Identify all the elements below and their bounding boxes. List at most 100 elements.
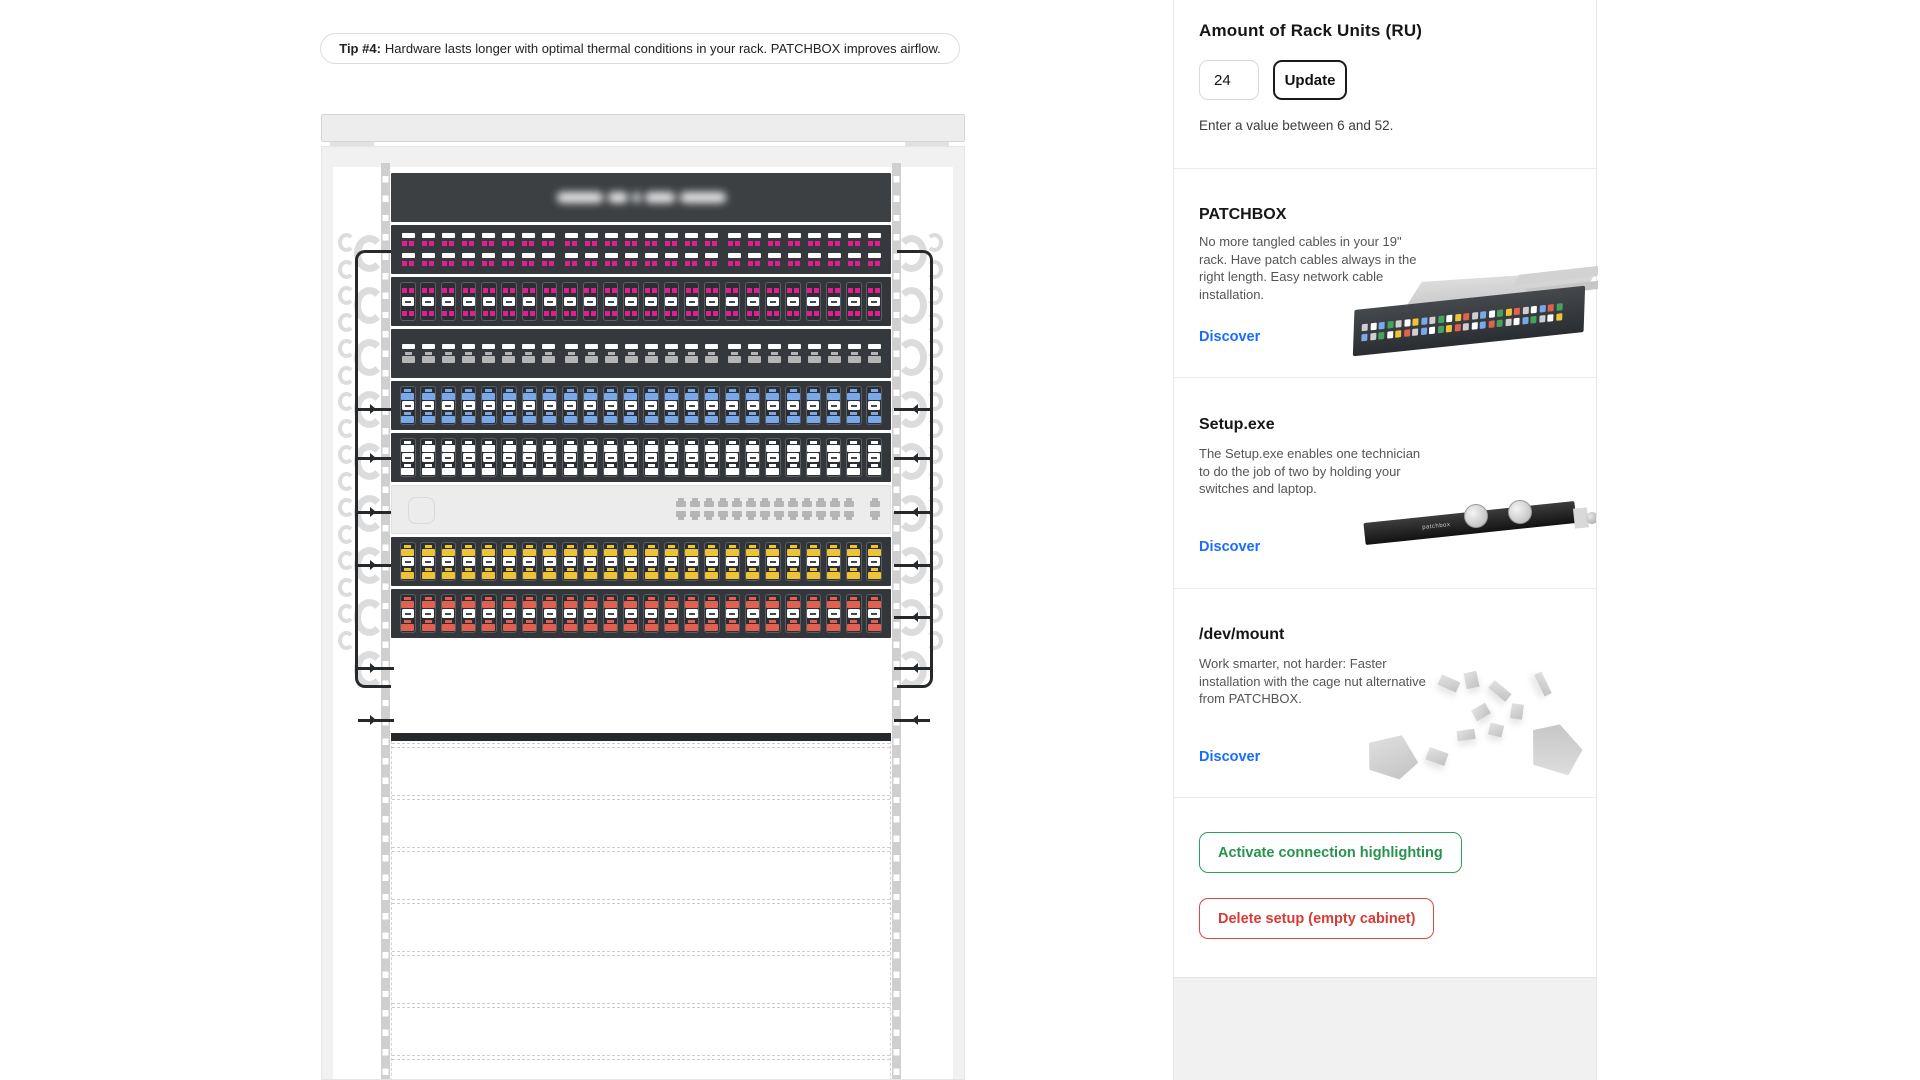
discover-link-patchbox[interactable]: Discover: [1199, 329, 1261, 345]
patchbox-cassette: [785, 282, 801, 321]
patchbox-cassette: [866, 386, 882, 425]
rj45-port: [401, 440, 415, 452]
rj45-port: [786, 440, 800, 452]
fiber-lc-port: [482, 287, 495, 293]
port-label: [726, 609, 739, 618]
fiber-lc-port: [788, 241, 800, 246]
port-label: [503, 401, 516, 410]
rj45-port: [522, 567, 536, 579]
rack-panel-cassettes[interactable]: [391, 381, 891, 430]
patchbox-cassette: [744, 386, 761, 425]
patchbox-cassette: [440, 594, 457, 633]
fiber-lc-port: [665, 310, 678, 316]
rack-panel-cassettes[interactable]: [391, 537, 891, 586]
rj45-port: [543, 619, 557, 631]
cable-hook: [338, 577, 355, 597]
rj45-port: [644, 352, 658, 363]
patchbox-cassette: [683, 438, 700, 477]
fiber-lc-port: [787, 310, 800, 316]
rj45-port: [441, 411, 455, 423]
rj45-port: [583, 463, 597, 475]
rj45-port: [461, 352, 475, 363]
patchbox-cassette: [724, 542, 740, 581]
cable-hook: [338, 524, 355, 544]
discover-link-setup-exe[interactable]: Discover: [1199, 539, 1261, 555]
patchbox-cassette: [785, 594, 801, 633]
fiber-lc-port: [542, 241, 554, 246]
patchbox-cassette: [623, 542, 639, 581]
patchbox-cassette: [440, 386, 457, 425]
rj45-port: [725, 440, 739, 452]
rj45-port: [746, 498, 756, 507]
rj45-port: [421, 544, 435, 556]
fiber-lc-port: [422, 287, 435, 293]
cable-hook: [338, 339, 355, 358]
rj45-port: [421, 596, 435, 608]
rj45-port: [806, 463, 820, 475]
port-label: [766, 401, 779, 410]
rack-panel-cassettes[interactable]: [391, 433, 891, 482]
rj45-port: [644, 440, 658, 452]
patchbox-cassette: [460, 438, 477, 477]
rj45-port: [664, 411, 678, 423]
rj45-port: [441, 544, 455, 556]
patchbox-cassette: [541, 386, 558, 425]
rj45-port: [604, 463, 618, 475]
rack-panels: [391, 173, 891, 638]
rj45-port: [522, 596, 536, 608]
rack-shelf[interactable]: [391, 733, 891, 741]
rack-unit-separator: [392, 899, 890, 904]
rj45-port: [725, 411, 739, 423]
rj45-port: [704, 511, 714, 520]
rj45-port: [543, 544, 557, 556]
update-button[interactable]: Update: [1273, 60, 1347, 100]
rack-cabinet[interactable]: [321, 114, 965, 1080]
rj45-port: [827, 596, 841, 608]
port-label: [807, 557, 820, 566]
activate-highlighting-button[interactable]: Activate connection highlighting: [1199, 832, 1462, 873]
rj45-port: [522, 463, 536, 475]
rj45-port: [502, 567, 516, 579]
empty-rack-units[interactable]: [391, 741, 891, 1079]
discover-link-dev-mount[interactable]: Discover: [1199, 749, 1261, 765]
port-label: [726, 401, 739, 410]
fiber-lc-port: [868, 261, 880, 266]
patchbox-cassette: [825, 542, 842, 581]
cable-hook: [338, 392, 355, 411]
rj45-port: [827, 463, 841, 475]
fiber-lc-port: [645, 241, 657, 246]
rj45-port: [462, 544, 476, 556]
rj45-port: [774, 498, 784, 507]
fiber-lc-port: [605, 261, 617, 266]
fiber-lc-port: [502, 261, 514, 266]
rj45-port: [522, 440, 536, 452]
port-label: [705, 297, 718, 306]
rj45-port: [725, 544, 739, 556]
port-label: [422, 401, 435, 410]
rack-units-input[interactable]: [1199, 60, 1259, 100]
rj45-port: [664, 463, 678, 475]
tip-text: Hardware lasts longer with optimal therm…: [384, 41, 941, 56]
patchbox-cassette: [724, 438, 740, 477]
patchbox-cassette: [805, 438, 822, 477]
cable-branch: [358, 453, 394, 463]
fiber-lc-port: [726, 310, 739, 316]
cable-hook: [338, 471, 355, 491]
rack-panel-brand[interactable]: [391, 173, 891, 222]
rack-panel-cassettes[interactable]: [391, 589, 891, 638]
rj45-port: [867, 463, 881, 475]
port-label: [726, 557, 739, 566]
rack-panel-fiber-flat[interactable]: [391, 225, 891, 274]
patchbox-cassette: [744, 438, 761, 477]
rack-panel-cassettes[interactable]: [391, 277, 891, 326]
rj45-port: [401, 463, 415, 475]
patchbox-cassette: [582, 542, 599, 581]
fiber-lc-port: [442, 241, 454, 246]
patchbox-cassette: [400, 386, 416, 425]
rj45-port: [746, 619, 760, 631]
rack-panel-switch[interactable]: [391, 485, 891, 534]
port-label: [422, 609, 435, 618]
rj45-port: [685, 411, 699, 423]
rack-panel-rj45-flat[interactable]: [391, 329, 891, 378]
delete-setup-button[interactable]: Delete setup (empty cabinet): [1199, 898, 1435, 939]
